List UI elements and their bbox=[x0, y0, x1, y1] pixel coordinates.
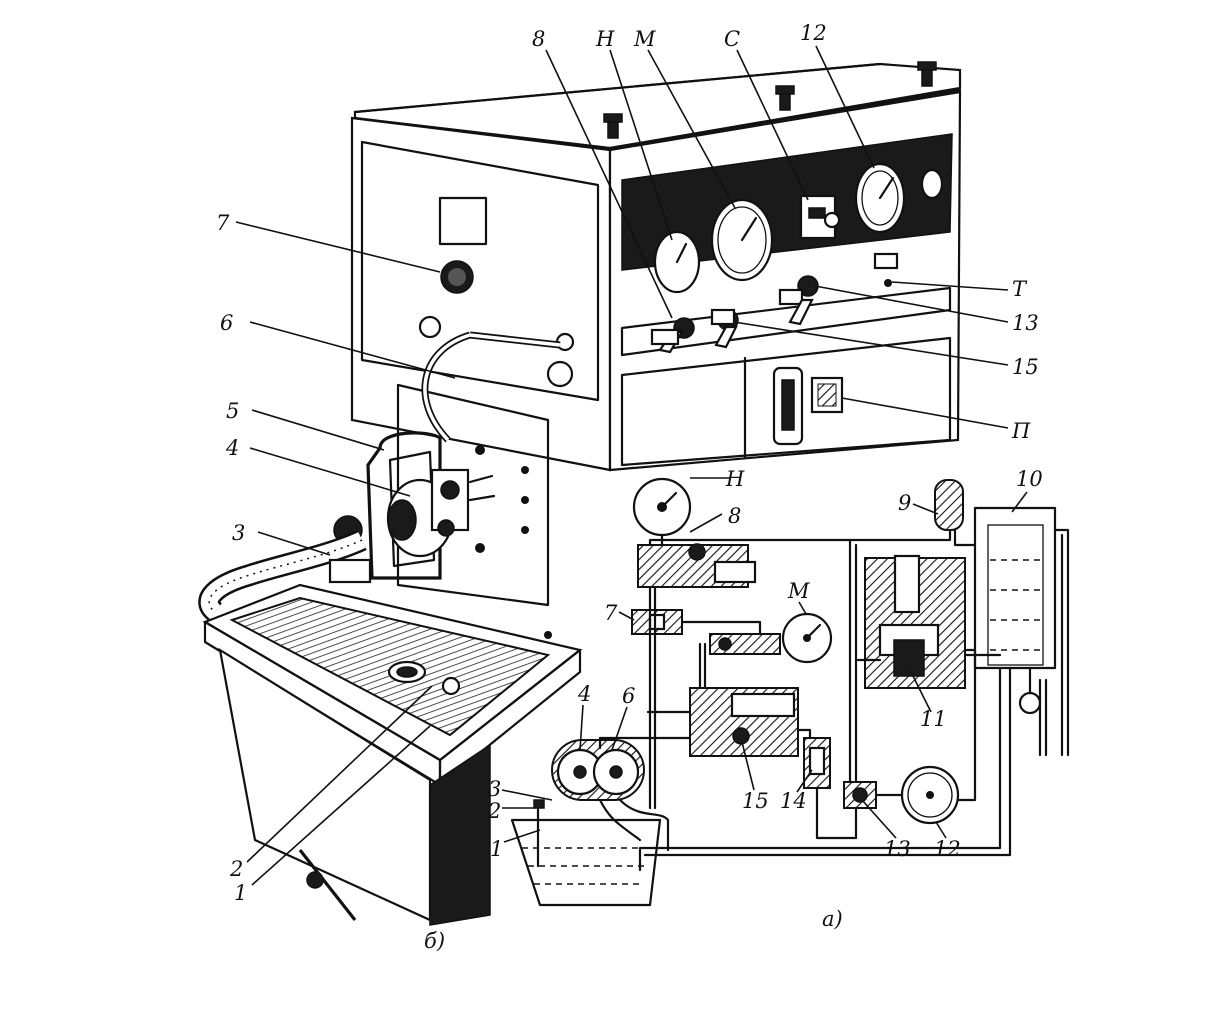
nameplate bbox=[438, 196, 488, 246]
counter-c bbox=[799, 194, 841, 240]
schem-tank-10 bbox=[973, 506, 1057, 670]
schem-block-11 bbox=[864, 554, 966, 689]
schem-thermometer bbox=[1018, 691, 1042, 715]
label-4: 4 bbox=[225, 436, 239, 460]
label-15: 15 bbox=[1012, 355, 1039, 379]
schem-label-3: 3 bbox=[488, 777, 501, 801]
schem-label-4: 4 bbox=[577, 682, 591, 706]
valve-13 bbox=[778, 275, 819, 326]
schem-label-9: 9 bbox=[898, 491, 911, 515]
schem-label-15: 15 bbox=[742, 789, 769, 813]
label-12: 12 bbox=[800, 21, 827, 45]
label-m: М bbox=[633, 27, 656, 51]
label-p: П bbox=[1011, 419, 1031, 443]
schem-label-6: 6 bbox=[622, 684, 635, 708]
hydraulic-schematic bbox=[510, 465, 1090, 920]
schem-label-7: 7 bbox=[604, 601, 618, 625]
valve-15 bbox=[710, 308, 739, 349]
schem-label-m: М bbox=[787, 579, 810, 603]
gauge-n bbox=[653, 230, 701, 294]
label-8: 8 bbox=[532, 27, 545, 51]
stand-cabinet bbox=[350, 61, 962, 639]
schem-valve-9 bbox=[934, 479, 964, 531]
label-2: 2 bbox=[229, 857, 243, 881]
schem-label-10: 10 bbox=[1016, 467, 1043, 491]
label-5: 5 bbox=[226, 399, 239, 423]
top-studs bbox=[603, 61, 937, 139]
label-6: 6 bbox=[220, 311, 233, 335]
small-gauge bbox=[920, 168, 944, 200]
schem-label-14: 14 bbox=[780, 789, 807, 813]
label-3: 3 bbox=[232, 521, 245, 545]
sink-grate bbox=[229, 596, 551, 737]
label-c: С bbox=[724, 27, 740, 51]
label-n: Н bbox=[595, 27, 615, 51]
leader-lines bbox=[235, 45, 1028, 886]
schem-reservoir bbox=[510, 799, 662, 907]
schem-label-n: Н bbox=[725, 467, 745, 491]
schem-label-1: 1 bbox=[490, 837, 503, 861]
plate-t bbox=[873, 252, 899, 270]
sink-tank bbox=[202, 583, 583, 926]
label-7: 7 bbox=[216, 211, 230, 235]
valve-8 bbox=[650, 317, 695, 354]
schem-label-13: 13 bbox=[884, 837, 911, 861]
label-1: 1 bbox=[234, 881, 247, 905]
caption-b: б) bbox=[424, 929, 445, 953]
label-13: 13 bbox=[1012, 311, 1039, 335]
caption-a: а) bbox=[822, 907, 843, 931]
switch-p bbox=[772, 366, 844, 446]
schem-label-11: 11 bbox=[920, 707, 947, 731]
schem-label-2: 2 bbox=[487, 799, 501, 823]
pump-assembly bbox=[198, 331, 561, 621]
label-t: Т bbox=[1012, 277, 1028, 301]
schem-gear-pump bbox=[551, 739, 645, 801]
schem-label-8: 8 bbox=[728, 504, 741, 528]
schem-valve-15 bbox=[732, 727, 750, 745]
gauge-m bbox=[710, 198, 774, 282]
gauge-12 bbox=[854, 162, 906, 234]
labels: 8 Н М С 12 7 6 5 4 3 Т 13 15 П 2 1 б) Н … bbox=[216, 21, 1043, 953]
schem-label-12: 12 bbox=[934, 837, 961, 861]
